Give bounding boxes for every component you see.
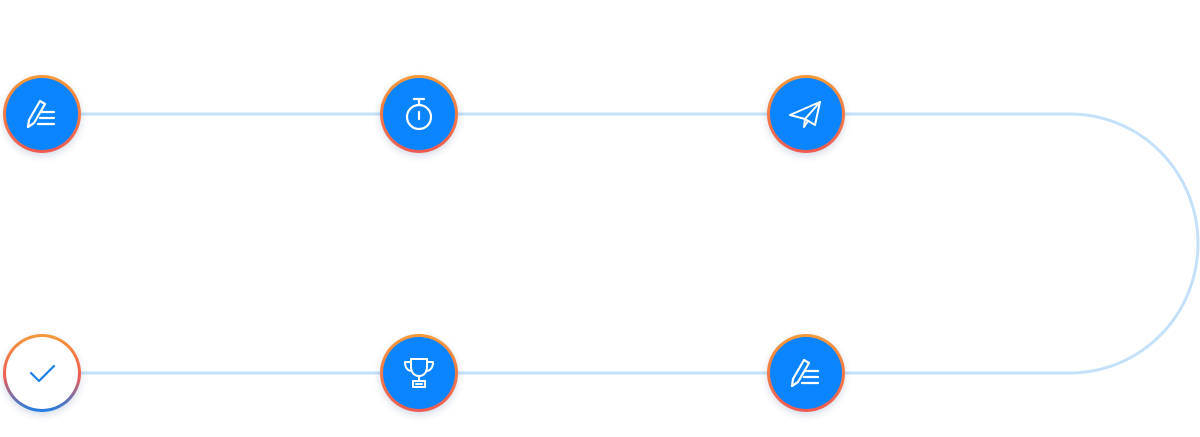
step-6-button[interactable] [3, 334, 81, 412]
trophy-icon [397, 351, 441, 395]
step-2-button[interactable] [380, 75, 458, 153]
pencil-list-icon [20, 92, 64, 136]
checkmark-icon [20, 351, 64, 395]
pencil-list-icon [784, 351, 828, 395]
step-4-button[interactable] [767, 334, 845, 412]
stopwatch-icon [397, 92, 441, 136]
paper-plane-icon [784, 92, 828, 136]
step-5-button[interactable] [380, 334, 458, 412]
timeline-path [42, 112, 1200, 375]
step-1-button[interactable] [3, 75, 81, 153]
step-3-button[interactable] [767, 75, 845, 153]
